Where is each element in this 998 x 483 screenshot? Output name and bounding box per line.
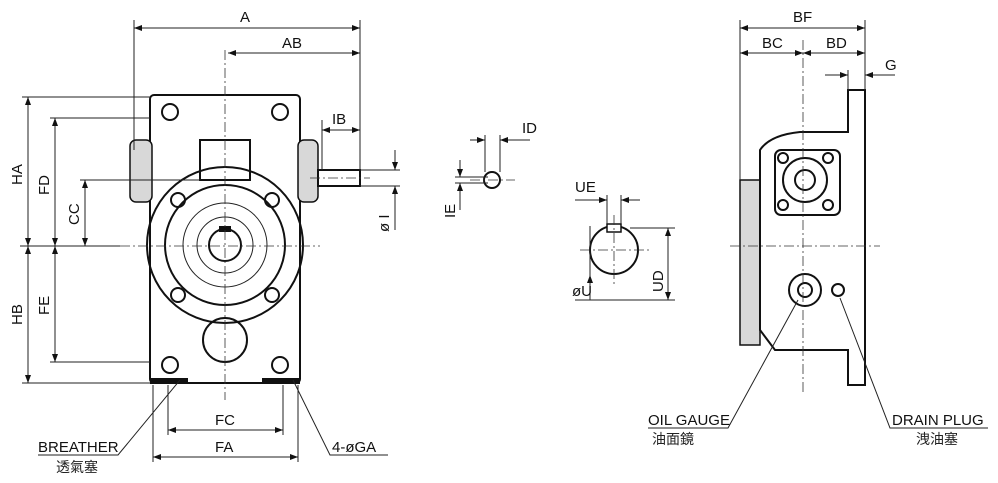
oil-gauge-label-zh: 油面鏡: [652, 432, 694, 448]
dim-FC: FC: [215, 412, 235, 429]
dim-FA: FA: [215, 439, 233, 456]
side-view-dimensions: BF BC BD G OIL GAUGE 油面鏡 DRAIN PLUG 洩油塞: [648, 9, 988, 448]
dim-A: A: [240, 9, 250, 26]
dim-IE: IE: [442, 204, 459, 218]
dim-CC: CC: [66, 203, 83, 225]
dim-U: øU: [572, 283, 592, 300]
drain-plug-label: DRAIN PLUG: [892, 412, 984, 429]
drain-plug-label-zh: 洩油塞: [916, 431, 958, 448]
dim-ID: ID: [522, 120, 537, 137]
dim-BD: BD: [826, 35, 847, 52]
dim-HA: HA: [9, 164, 26, 185]
dim-BF: BF: [793, 9, 812, 26]
bore-detail: UE øU UD: [572, 179, 675, 301]
breather-label-zh: 透氣塞: [56, 459, 98, 476]
dim-I: ø I: [376, 215, 393, 233]
key-detail: ID IE: [442, 120, 537, 218]
dim-UE: UE: [575, 179, 596, 196]
dim-UD: UD: [650, 270, 667, 292]
breather-label: BREATHER: [38, 439, 119, 456]
front-view: [120, 50, 370, 400]
dim-BC: BC: [762, 35, 783, 52]
dim-G: G: [885, 57, 897, 74]
side-view: [730, 40, 880, 395]
dim-GA: 4-øGA: [332, 439, 376, 456]
dim-IB: IB: [332, 111, 346, 128]
dim-AB: AB: [282, 35, 302, 52]
dim-HB: HB: [9, 304, 26, 325]
dim-FE: FE: [36, 296, 53, 315]
dim-FD: FD: [36, 175, 53, 195]
oil-gauge-label: OIL GAUGE: [648, 412, 730, 429]
front-view-dimensions: A AB IB HA FD CC HB FE ø I FC FA 4-øGA B…: [9, 9, 400, 476]
